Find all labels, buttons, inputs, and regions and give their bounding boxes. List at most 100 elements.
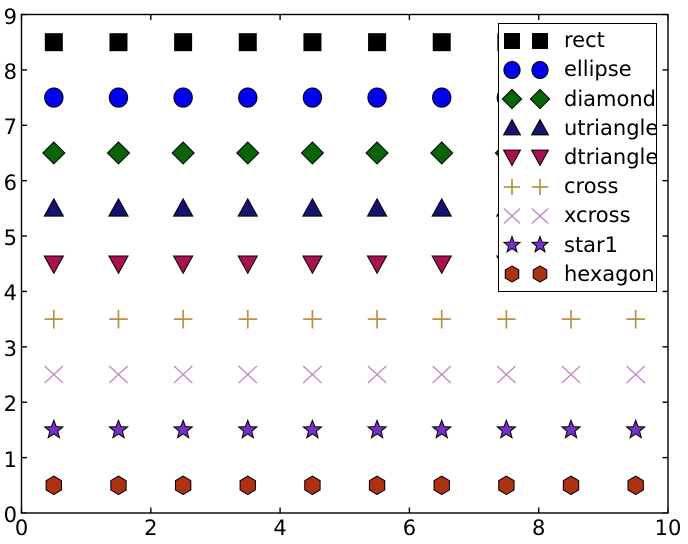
- xcross-marker: [561, 365, 581, 384]
- star1-marker: [108, 418, 129, 439]
- diamond-marker: [300, 141, 325, 165]
- hexagon-marker: [45, 475, 63, 496]
- legend-marker-ellipse-icon: [503, 60, 549, 79]
- legend-item-xcross: xcross: [499, 201, 656, 230]
- series-hexagon: [45, 475, 644, 496]
- plot-border: [20, 13, 669, 514]
- cross-marker: [367, 309, 387, 329]
- hexagon-marker: [532, 265, 548, 284]
- y-tick-label: 1: [3, 447, 17, 472]
- rect-marker: [238, 33, 257, 52]
- hexagon-marker: [174, 475, 192, 496]
- rect-marker: [109, 33, 128, 52]
- cross-marker: [238, 309, 258, 329]
- star1-marker: [237, 418, 259, 439]
- cross-marker: [531, 178, 549, 195]
- xcross-marker: [44, 365, 64, 384]
- y-tick-label: 8: [3, 59, 17, 84]
- ellipse-marker: [302, 87, 323, 108]
- cross-marker: [303, 309, 322, 329]
- legend-marker-cross-icon: [503, 178, 549, 195]
- legend-item-diamond: diamond: [499, 85, 656, 114]
- cross-marker: [173, 309, 193, 329]
- star1-marker: [301, 418, 323, 439]
- xcross-marker: [496, 365, 517, 384]
- legend-item-utriangle: utriangle: [499, 114, 659, 143]
- ellipse-marker: [367, 87, 387, 108]
- star1-marker: [502, 235, 522, 254]
- rect-marker: [303, 33, 322, 52]
- legend-item-dtriangle: dtriangle: [499, 143, 659, 172]
- hexagon-marker: [504, 265, 520, 284]
- legend-marker-star1-icon: [502, 235, 550, 254]
- dtriangle-marker: [301, 255, 323, 275]
- cross-marker: [109, 309, 128, 329]
- legend-label: star1: [564, 232, 619, 257]
- cross-marker: [561, 309, 581, 329]
- star1-marker: [172, 418, 194, 439]
- legend-label: cross: [564, 174, 619, 199]
- series-cross: [44, 309, 645, 329]
- legend-label: xcross: [564, 203, 631, 228]
- x-tick-label: 4: [273, 516, 287, 540]
- cross-marker: [432, 309, 452, 329]
- y-tick-label: 7: [3, 115, 17, 140]
- diamond-marker: [42, 141, 66, 165]
- hexagon-marker: [239, 475, 256, 496]
- hexagon-marker: [498, 475, 515, 496]
- dtriangle-marker: [172, 255, 194, 275]
- y-tick-label: 6: [3, 170, 17, 195]
- legend-label: dtriangle: [564, 144, 659, 169]
- utriangle-marker: [43, 197, 65, 217]
- legend-item-rect: rect: [499, 26, 656, 55]
- xcross-marker: [432, 365, 452, 384]
- cross-marker: [497, 309, 516, 329]
- diamond-marker: [430, 141, 454, 165]
- dtriangle-marker: [43, 255, 65, 275]
- dtriangle-marker: [108, 255, 129, 275]
- legend-item-hexagon: hexagon: [499, 260, 656, 289]
- utriangle-marker: [237, 197, 259, 217]
- legend-label: utriangle: [564, 115, 659, 140]
- utriangle-marker: [108, 197, 129, 217]
- y-tick-label: 0: [3, 503, 17, 527]
- utriangle-marker: [301, 197, 323, 217]
- diamond-marker: [171, 141, 195, 165]
- ellipse-marker: [503, 60, 521, 79]
- utriangle-marker: [366, 197, 388, 217]
- xcross-marker: [503, 207, 521, 224]
- rect-marker: [504, 32, 520, 49]
- rect-marker: [368, 33, 387, 52]
- hexagon-marker: [627, 475, 644, 496]
- y-tick-label: 4: [3, 281, 17, 306]
- cross-marker: [503, 178, 521, 195]
- star1-marker: [530, 235, 550, 254]
- series-star1: [43, 418, 647, 439]
- hexagon-marker: [304, 475, 321, 496]
- rect-marker: [44, 33, 63, 52]
- x-tick-label: 6: [402, 516, 417, 540]
- rect-marker: [432, 33, 451, 52]
- star1-marker: [625, 418, 647, 439]
- rect-marker: [174, 33, 193, 52]
- diamond-marker: [529, 88, 551, 110]
- dtriangle-marker: [502, 150, 522, 167]
- diamond-marker: [236, 141, 260, 165]
- legend-label: rect: [564, 28, 605, 53]
- hexagon-marker: [110, 475, 127, 496]
- dtriangle-marker: [530, 150, 550, 167]
- legend-marker-dtriangle-icon: [502, 150, 550, 167]
- ellipse-marker: [432, 87, 452, 108]
- y-tick-label: 9: [3, 4, 17, 29]
- diamond-marker: [501, 88, 523, 110]
- x-tick-label: 2: [144, 516, 158, 540]
- xcross-marker: [238, 365, 258, 384]
- legend-item-ellipse: ellipse: [499, 55, 656, 84]
- star1-marker: [366, 418, 388, 439]
- dtriangle-marker: [366, 255, 388, 275]
- ellipse-marker: [108, 87, 129, 108]
- dtriangle-marker: [431, 255, 453, 275]
- legend-label: hexagon: [564, 261, 655, 286]
